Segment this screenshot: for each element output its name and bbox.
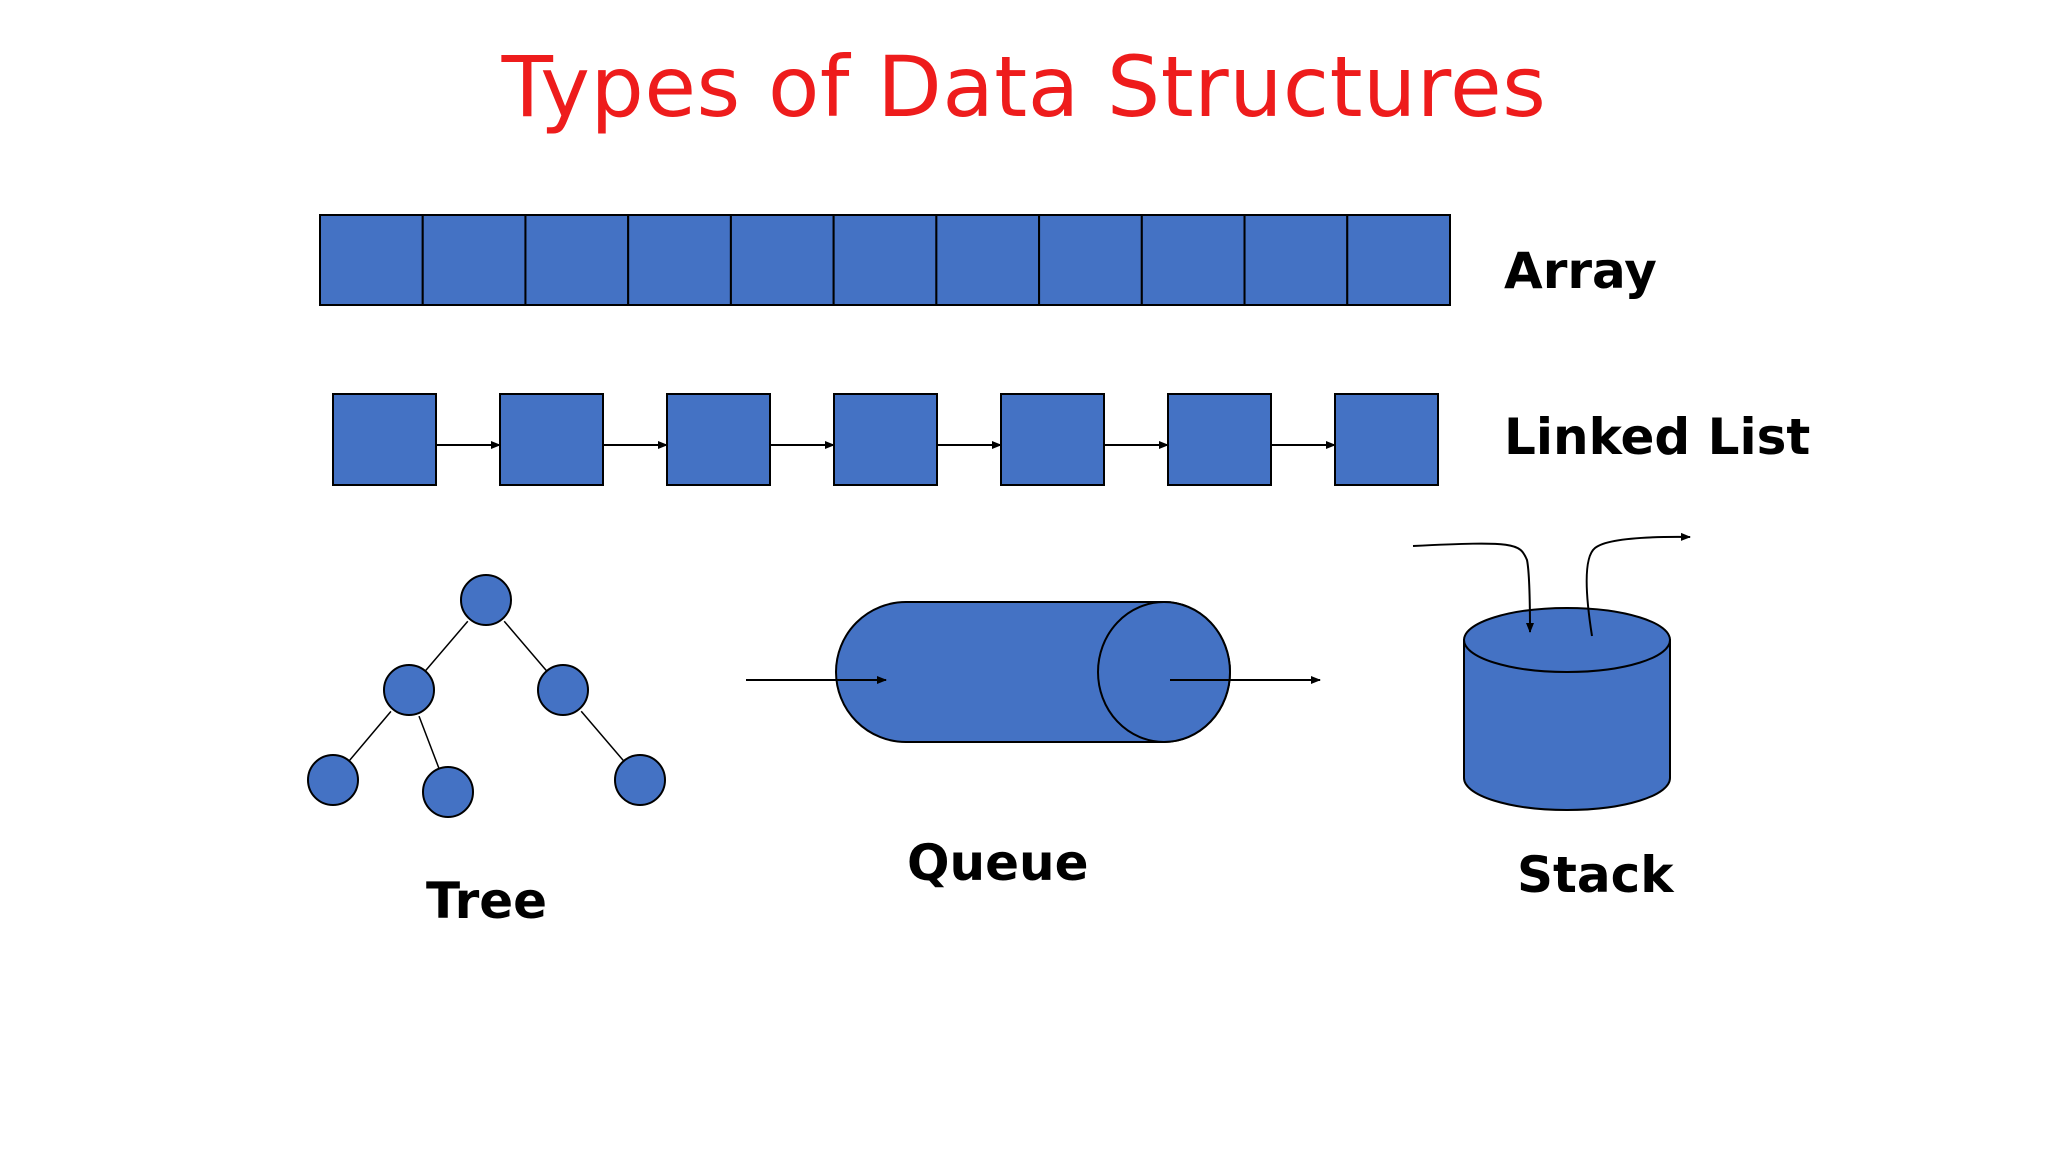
- tree-edge: [503, 620, 553, 678]
- array-cell: [1038, 214, 1143, 306]
- queue-label: Queue: [907, 834, 1089, 892]
- linked-list-node: [499, 393, 604, 486]
- stack-cylinder-top: [1463, 607, 1671, 673]
- array-cell: [832, 214, 938, 306]
- array-label: Array: [1504, 242, 1657, 300]
- tree-node: [307, 754, 359, 806]
- tree-node: [614, 754, 666, 806]
- array-cell: [1140, 214, 1246, 306]
- tree-diagram: [307, 574, 666, 818]
- tree-edge: [419, 620, 469, 678]
- array-cell: [935, 214, 1041, 306]
- linked-list-node: [833, 393, 938, 486]
- tree-edge: [580, 710, 630, 768]
- array-cell: [729, 214, 835, 306]
- array-cell: [319, 214, 424, 306]
- tree-edge: [343, 710, 392, 768]
- stack-pop-arrow: [1585, 532, 1691, 637]
- tree-node: [383, 664, 435, 716]
- linked-list-label: Linked List: [1504, 408, 1811, 466]
- array-cell: [1243, 214, 1349, 306]
- linked-list-node: [1000, 393, 1105, 486]
- tree-node: [422, 766, 474, 818]
- stack-label: Stack: [1517, 846, 1674, 904]
- tree-label: Tree: [426, 872, 548, 930]
- slide-title: Types of Data Structures: [501, 38, 1547, 136]
- array-cell: [524, 214, 630, 306]
- stack-push-arrow: [1412, 542, 1534, 633]
- tree-node: [460, 574, 512, 626]
- array-cell: [421, 214, 527, 306]
- tree-edge: [418, 715, 443, 777]
- tree-node: [537, 664, 589, 716]
- array-diagram: [319, 214, 1451, 306]
- linked-list-node: [1334, 393, 1439, 486]
- array-cell: [627, 214, 732, 306]
- queue-cylinder-end: [1097, 601, 1231, 743]
- stack-cylinder-body: [1463, 639, 1671, 811]
- queue-diagram: [746, 601, 1321, 743]
- linked-list-node: [666, 393, 771, 486]
- linked-list-node: [332, 393, 437, 486]
- linked-list-diagram: [332, 393, 1439, 486]
- array-cell: [1346, 214, 1451, 306]
- stack-diagram: [1412, 532, 1691, 811]
- linked-list-node: [1167, 393, 1272, 486]
